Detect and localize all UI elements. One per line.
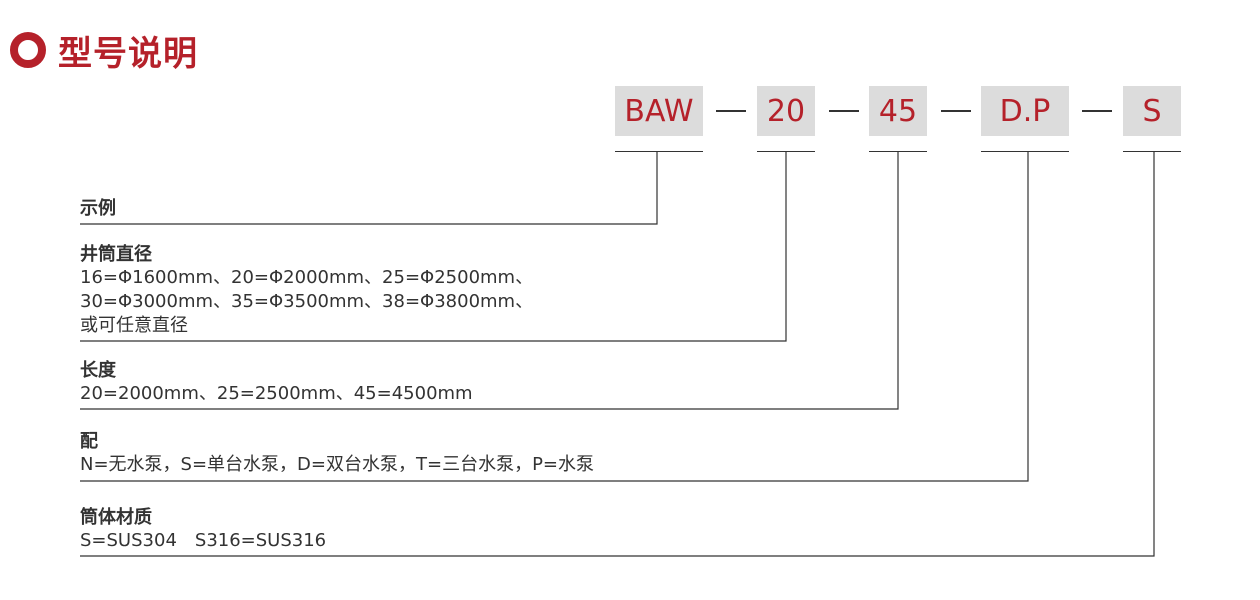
connector-length — [80, 151, 899, 410]
section-title: 筒体材质 — [80, 507, 152, 528]
code-underline — [981, 151, 1069, 152]
code-separator — [829, 110, 859, 112]
ring-icon — [10, 32, 46, 68]
code-separator — [1082, 110, 1112, 112]
section-material: 筒体材质 S=SUS304 S316=SUS316 — [80, 507, 326, 553]
section-desc-line: S=SUS304 S316=SUS316 — [80, 530, 327, 551]
code-segment-length: 45 — [869, 86, 927, 136]
section-length: 长度 20=2000mm、25=2500mm、45=4500mm — [80, 360, 473, 406]
section-desc-line: 30=Φ3000mm、35=Φ3500mm、38=Φ3800mm、 — [80, 291, 534, 312]
section-desc-line: N=无水泵，S=单台水泵，D=双台水泵，T=三台水泵，P=水泵 — [80, 454, 595, 475]
page-heading: 型号说明 — [10, 27, 198, 74]
code-separator — [941, 110, 971, 112]
section-title: 配 — [80, 431, 98, 452]
section-desc-line: 20=2000mm、25=2500mm、45=4500mm — [80, 383, 473, 404]
section-title: 井筒直径 — [80, 244, 152, 265]
code-segment-diameter: 20 — [757, 86, 815, 136]
connector-pump — [80, 151, 1029, 482]
connector-series — [80, 151, 658, 225]
connector-diameter — [80, 151, 787, 342]
section-title: 长度 — [80, 360, 116, 381]
section-title: 示例 — [80, 198, 116, 219]
section-desc-line: 16=Φ1600mm、20=Φ2000mm、25=Φ2500mm、 — [80, 267, 534, 288]
code-underline — [615, 151, 703, 152]
code-underline — [1123, 151, 1181, 152]
code-segment-material: S — [1123, 86, 1181, 136]
code-segment-series: BAW — [615, 86, 703, 136]
code-separator — [716, 110, 746, 112]
code-segment-pump: D.P — [981, 86, 1069, 136]
section-diameter: 井筒直径 16=Φ1600mm、20=Φ2000mm、25=Φ2500mm、 3… — [80, 244, 533, 338]
section-desc-line: 或可任意直径 — [80, 315, 188, 336]
section-pump: 配 N=无水泵，S=单台水泵，D=双台水泵，T=三台水泵，P=水泵 — [80, 431, 594, 477]
connector-material — [80, 151, 1155, 557]
page-title: 型号说明 — [58, 33, 198, 74]
section-example: 示例 — [80, 198, 116, 220]
